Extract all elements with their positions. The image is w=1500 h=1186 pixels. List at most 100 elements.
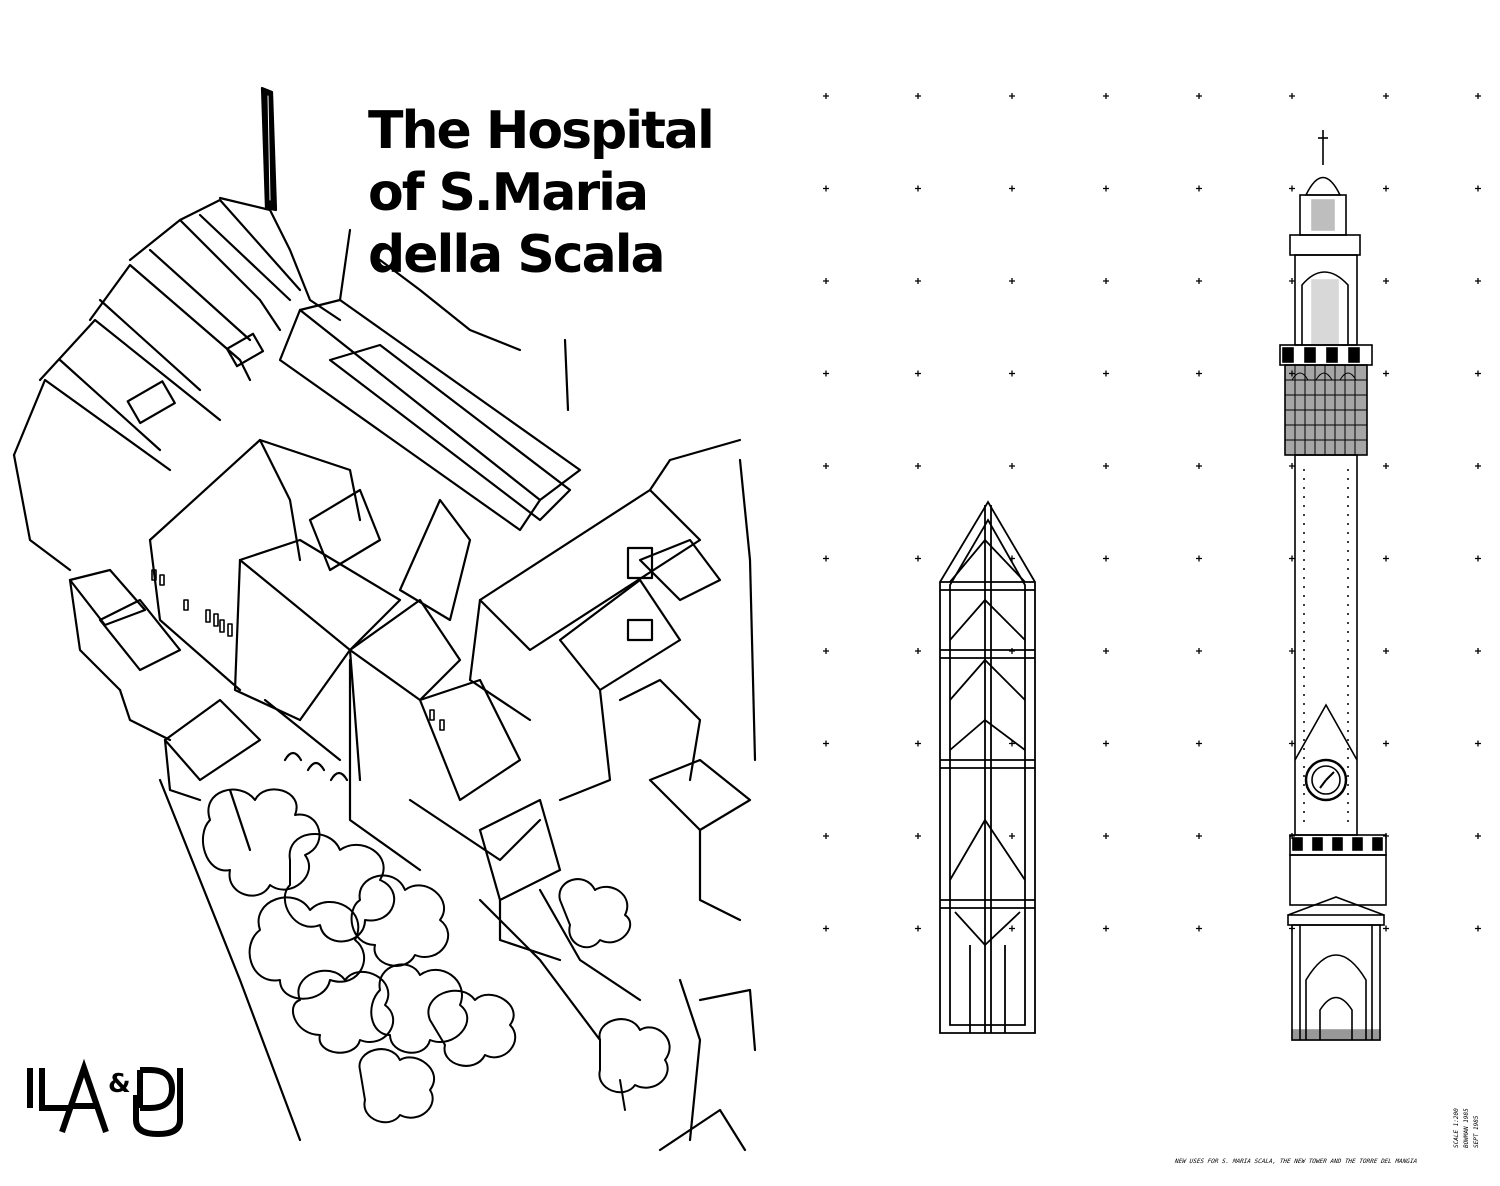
shaft-dot (1347, 595, 1349, 597)
shaft-dot (1347, 730, 1349, 732)
grid-cross (1009, 463, 1015, 469)
grid-cross (1475, 463, 1481, 469)
shaft-dot (1347, 604, 1349, 606)
shaft-dot (1347, 622, 1349, 624)
shaft-dot (1347, 748, 1349, 750)
page-title: The Hospital of S.Maria della Scala (368, 100, 748, 286)
title-line-3: della Scala (368, 225, 666, 285)
shaft-dot (1347, 568, 1349, 570)
shaft-dot (1347, 775, 1349, 777)
grid-cross (1383, 740, 1389, 747)
grid-cross (1196, 185, 1202, 192)
grid-cross (1196, 925, 1202, 932)
shaft-dot (1303, 775, 1305, 777)
drawing-footnote: NEW USES FOR S. MARIA SCALA, THE NEW TOW… (1174, 1158, 1418, 1165)
grid-cross (1475, 93, 1481, 99)
grid-cross (915, 740, 921, 747)
shaft-dot (1303, 541, 1305, 543)
grid-cross (1103, 925, 1109, 932)
grid-cross (915, 93, 921, 99)
shaft-dot (1303, 685, 1305, 687)
grid-cross (1103, 740, 1109, 747)
shaft-dot (1303, 532, 1305, 534)
title-line-2: of S.Maria (368, 163, 649, 223)
shaft-dot (1347, 505, 1349, 507)
shaft-dot (1347, 550, 1349, 552)
shaft-dot (1303, 622, 1305, 624)
shaft-dot (1303, 802, 1305, 804)
grid-cross (823, 740, 829, 747)
grid-cross (1475, 740, 1481, 747)
grid-cross (1103, 555, 1109, 562)
grid-cross (1289, 93, 1295, 99)
grid-cross (915, 833, 921, 839)
shaft-dot (1303, 730, 1305, 732)
shaft-dot (1303, 676, 1305, 678)
grid-cross (1475, 925, 1481, 932)
shaft-dot (1303, 820, 1305, 822)
shaft-dot (1347, 613, 1349, 615)
shaft-dot (1303, 721, 1305, 723)
grid-cross (1289, 185, 1295, 192)
shaft-dot (1303, 739, 1305, 741)
shaft-dot (1347, 784, 1349, 786)
shaft-dot (1347, 739, 1349, 741)
ilaud-logo: & (27, 1058, 183, 1138)
grid-cross (1383, 648, 1389, 654)
grid-cross (1103, 463, 1109, 469)
shaft-dot (1303, 793, 1305, 795)
shaft-dot (1303, 757, 1305, 759)
drawing-side-notes: SCALE 1:200 BOWMAN 1985 SEPT 1985 (1452, 1078, 1500, 1148)
shaft-dot (1347, 721, 1349, 723)
grid-cross (915, 555, 921, 562)
shaft-dot (1347, 640, 1349, 642)
grid-cross (1196, 555, 1202, 562)
shaft-dot (1347, 649, 1349, 651)
side-note-author: BOWMAN 1985 (1463, 1108, 1470, 1148)
grid-cross (1009, 370, 1015, 377)
grid-cross-marks (823, 93, 1481, 932)
grid-cross (1289, 463, 1295, 469)
grid-cross (1103, 278, 1109, 284)
grid-cross (1103, 370, 1109, 377)
grid-cross (1289, 278, 1295, 284)
grid-cross (1383, 370, 1389, 377)
grid-cross (823, 185, 829, 192)
shaft-dot (1303, 604, 1305, 606)
shaft-dot (1347, 496, 1349, 498)
grid-cross (915, 370, 921, 377)
shaft-dot (1347, 757, 1349, 759)
grid-cross (1475, 370, 1481, 377)
shaft-dot (1303, 766, 1305, 768)
shaft-dot (1303, 640, 1305, 642)
shaft-dot (1347, 487, 1349, 489)
grid-cross (1289, 740, 1295, 747)
shaft-dot (1303, 748, 1305, 750)
grid-cross (823, 925, 829, 932)
grid-cross (1383, 555, 1389, 562)
grid-cross (1103, 185, 1109, 192)
grid-cross (1009, 833, 1015, 839)
shaft-dot (1347, 523, 1349, 525)
shaft-dot (1303, 505, 1305, 507)
grid-cross (915, 648, 921, 654)
grid-cross (1009, 925, 1015, 932)
shaft-dot (1347, 577, 1349, 579)
shaft-dot (1303, 550, 1305, 552)
shaft-dot (1303, 703, 1305, 705)
grid-cross (1196, 740, 1202, 747)
grid-cross (823, 370, 829, 377)
grid-cross (1289, 648, 1295, 654)
shaft-dot (1347, 514, 1349, 516)
shaft-dot (1347, 631, 1349, 633)
shaft-dot (1347, 703, 1349, 705)
grid-cross (823, 555, 829, 562)
shaft-dot (1303, 712, 1305, 714)
grid-cross (1196, 648, 1202, 654)
shaft-dot (1347, 694, 1349, 696)
grid-cross (1009, 278, 1015, 284)
grid-cross (1196, 278, 1202, 284)
grid-cross (823, 93, 829, 99)
shaft-dot (1303, 595, 1305, 597)
